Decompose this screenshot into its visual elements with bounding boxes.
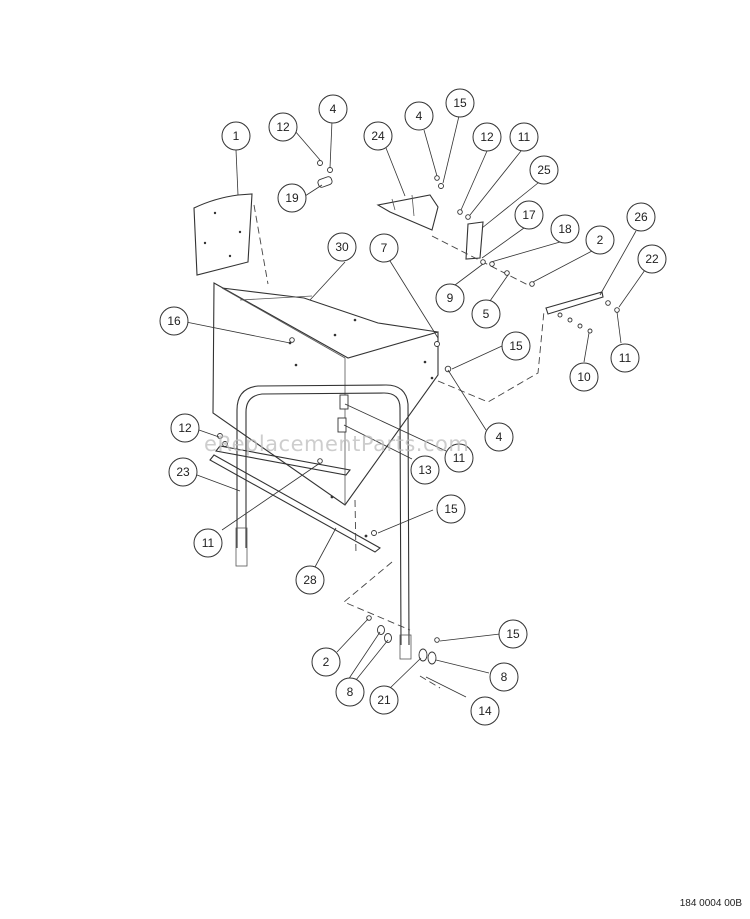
svg-text:9: 9 — [447, 291, 454, 305]
svg-text:12: 12 — [178, 421, 192, 435]
hardware-items — [217, 160, 620, 665]
svg-text:14: 14 — [478, 704, 492, 718]
callout-2: 2 — [311, 647, 341, 677]
svg-text:4: 4 — [416, 109, 423, 123]
callout-4: 4 — [484, 422, 514, 452]
callout-15: 15 — [501, 331, 531, 361]
callout-15: 15 — [498, 619, 528, 649]
panel-part-1 — [193, 193, 253, 276]
svg-text:26: 26 — [634, 210, 648, 224]
callout-9: 9 — [435, 283, 465, 313]
callout-12: 12 — [472, 122, 502, 152]
callout-11: 11 — [444, 443, 474, 473]
svg-text:15: 15 — [509, 339, 523, 353]
plate-part-25 — [465, 221, 484, 260]
bar-part-26 — [545, 291, 604, 315]
svg-text:16: 16 — [167, 314, 181, 328]
callout-12: 12 — [268, 112, 298, 142]
callout-15: 15 — [445, 88, 475, 118]
callout-25: 25 — [529, 155, 559, 185]
svg-text:4: 4 — [496, 430, 503, 444]
svg-text:15: 15 — [444, 502, 458, 516]
svg-text:11: 11 — [518, 130, 531, 144]
svg-text:24: 24 — [371, 129, 385, 143]
callout-15: 15 — [436, 494, 466, 524]
callout-8: 8 — [489, 662, 519, 692]
callout-1: 1 — [221, 121, 251, 151]
svg-text:1: 1 — [233, 129, 240, 143]
callout-11: 11 — [509, 122, 539, 152]
hopper-part-30 — [212, 282, 439, 506]
callout-21: 21 — [369, 685, 399, 715]
drawing-number: 184 0004 00B — [679, 898, 742, 909]
svg-text:2: 2 — [597, 233, 604, 247]
callout-18: 18 — [550, 214, 580, 244]
rail-part-28 — [209, 445, 381, 553]
svg-text:23: 23 — [176, 465, 190, 479]
svg-text:12: 12 — [480, 130, 494, 144]
svg-text:11: 11 — [619, 351, 632, 365]
callout-10: 10 — [569, 362, 599, 392]
callout-2: 2 — [585, 225, 615, 255]
callout-11: 11 — [610, 343, 640, 373]
callout-26: 26 — [626, 202, 656, 232]
callout-bubbles: 1 4 12 19 24 4 15 12 11 25 17 18 2 26 22… — [159, 88, 667, 726]
callout-13: 13 — [410, 455, 440, 485]
callout-19: 19 — [277, 183, 307, 213]
callout-5: 5 — [471, 299, 501, 329]
callout-4: 4 — [318, 94, 348, 124]
callout-30: 30 — [327, 232, 357, 262]
svg-text:15: 15 — [506, 627, 520, 641]
svg-text:28: 28 — [303, 573, 317, 587]
callout-28: 28 — [295, 565, 325, 595]
callout-11: 11 — [193, 528, 223, 558]
svg-text:10: 10 — [577, 370, 591, 384]
svg-text:30: 30 — [335, 240, 349, 254]
svg-text:8: 8 — [347, 685, 354, 699]
svg-text:15: 15 — [453, 96, 467, 110]
leader-lines — [185, 115, 646, 698]
svg-text:7: 7 — [381, 241, 388, 255]
bale-handle-frame — [235, 384, 412, 660]
svg-text:12: 12 — [276, 120, 290, 134]
callout-14: 14 — [470, 696, 500, 726]
callout-12: 12 — [170, 413, 200, 443]
callout-23: 23 — [168, 457, 198, 487]
callout-24: 24 — [363, 121, 393, 151]
callout-16: 16 — [159, 306, 189, 336]
svg-text:22: 22 — [645, 252, 659, 266]
svg-text:8: 8 — [501, 670, 508, 684]
svg-text:17: 17 — [522, 208, 536, 222]
callout-22: 22 — [637, 244, 667, 274]
callout-4: 4 — [404, 101, 434, 131]
site-watermark: eReplacementParts.com — [204, 432, 470, 456]
bracket-part-24 — [376, 194, 439, 231]
svg-text:5: 5 — [483, 307, 490, 321]
svg-text:25: 25 — [537, 163, 551, 177]
svg-text:2: 2 — [323, 655, 330, 669]
svg-text:4: 4 — [330, 102, 337, 116]
svg-text:11: 11 — [202, 536, 215, 550]
callout-8: 8 — [335, 677, 365, 707]
assembly-lines — [253, 204, 545, 689]
svg-text:18: 18 — [558, 222, 572, 236]
svg-text:21: 21 — [377, 693, 391, 707]
callout-17: 17 — [514, 200, 544, 230]
svg-text:13: 13 — [418, 463, 432, 477]
callout-7: 7 — [369, 233, 399, 263]
svg-text:11: 11 — [453, 451, 466, 465]
svg-text:19: 19 — [285, 191, 299, 205]
